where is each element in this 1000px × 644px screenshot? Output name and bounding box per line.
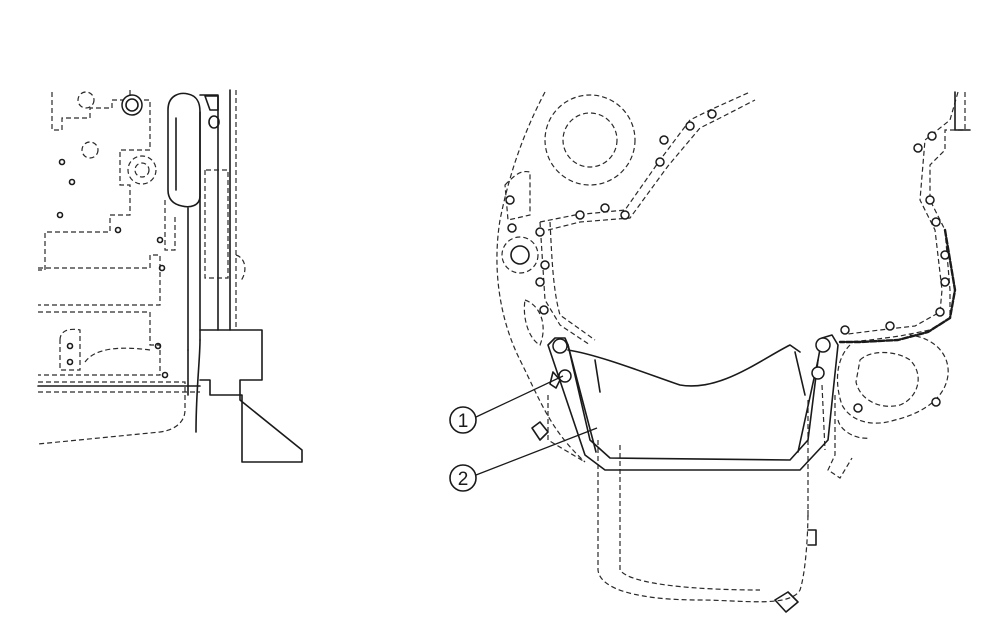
right-front-view: 1 2 [449, 91, 971, 613]
left-side-view [37, 89, 303, 463]
callout-2-leader [475, 427, 598, 476]
callout-2-number: 2 [458, 469, 469, 490]
callout-2: 2 [449, 464, 477, 492]
callout-1-leader [475, 375, 564, 418]
callout-1-number: 1 [458, 411, 469, 432]
callout-1: 1 [449, 406, 477, 434]
